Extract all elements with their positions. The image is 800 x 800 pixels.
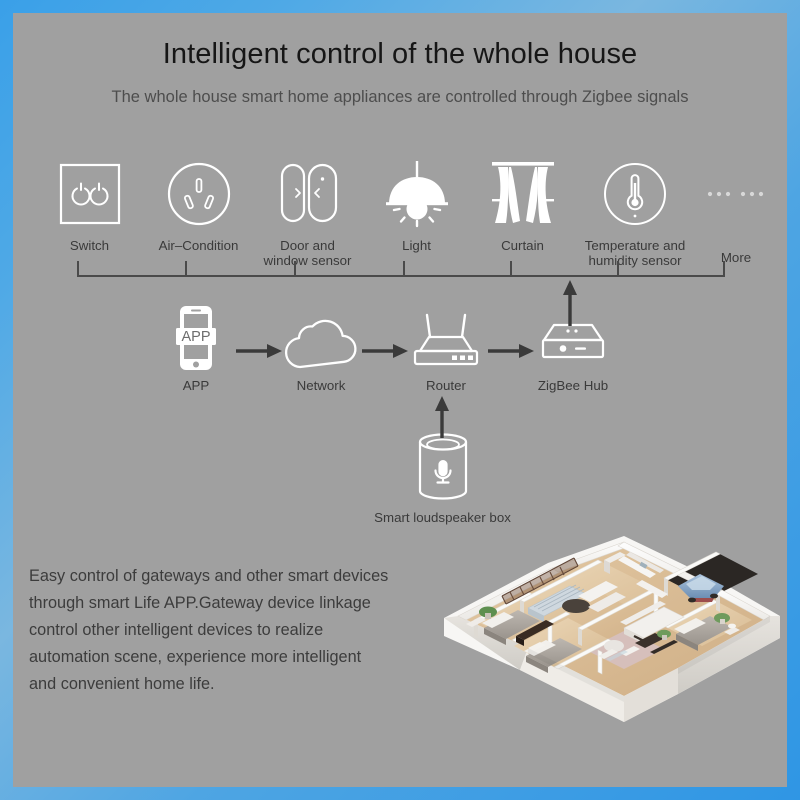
device-label: Door and window sensor bbox=[263, 238, 352, 268]
arrow-speaker-to-router bbox=[431, 395, 453, 439]
device-label: Air–Condition bbox=[158, 238, 239, 253]
device-label: Switch bbox=[69, 238, 110, 253]
bus-drop-light bbox=[403, 261, 405, 277]
device-air-condition: Air–Condition bbox=[146, 158, 251, 253]
thermometer-icon bbox=[576, 158, 694, 230]
cloud-icon bbox=[275, 309, 367, 371]
wall-switch-icon bbox=[37, 158, 142, 230]
power-socket-icon bbox=[146, 158, 251, 230]
device-bus-line bbox=[77, 275, 725, 277]
device-label: More bbox=[720, 250, 752, 265]
flow-node-label: Network bbox=[296, 378, 346, 393]
arrow-router-to-hub bbox=[487, 340, 535, 362]
content-canvas: Intelligent control of the whole house T… bbox=[13, 13, 787, 787]
device-switch: Switch bbox=[37, 158, 142, 253]
flow-node-router: Router bbox=[400, 309, 492, 393]
device-light: Light bbox=[364, 158, 469, 253]
arrow-hub-to-devices bbox=[559, 279, 581, 327]
curtain-icon bbox=[470, 158, 575, 230]
flow-node-label: APP bbox=[182, 378, 210, 393]
page-title: Intelligent control of the whole house bbox=[162, 38, 638, 70]
device-door-window-sensor: Door and window sensor bbox=[255, 158, 360, 268]
bus-drop-switch bbox=[77, 261, 79, 277]
bus-drop-door-window bbox=[294, 261, 296, 277]
door-window-sensor-icon bbox=[255, 158, 360, 230]
bus-drop-curtain bbox=[510, 261, 512, 277]
device-temp-humidity-sensor: Temperature and humidity sensor bbox=[576, 158, 694, 268]
smartphone-app-icon: APP bbox=[150, 306, 242, 371]
flow-node-network: Network bbox=[275, 309, 367, 393]
flow-node-zigbee-hub: ZigBee Hub bbox=[518, 309, 628, 393]
arrow-network-to-router bbox=[361, 340, 409, 362]
flow-node-app: APP APP bbox=[150, 306, 242, 393]
device-curtain: Curtain bbox=[470, 158, 575, 253]
device-more: More bbox=[691, 158, 781, 265]
router-icon bbox=[400, 309, 492, 371]
pendant-light-icon bbox=[364, 158, 469, 230]
page-subtitle: The whole house smart home appliances ar… bbox=[111, 88, 689, 106]
flow-node-label: Router bbox=[426, 378, 466, 393]
ellipsis-icon bbox=[691, 158, 781, 230]
flow-node-label: Smart loudspeaker box bbox=[374, 510, 511, 525]
bus-drop-more bbox=[723, 261, 725, 277]
3d-floorplan-image bbox=[428, 508, 787, 768]
bus-drop-air-condition bbox=[185, 261, 187, 277]
bus-drop-temp-humidity bbox=[617, 261, 619, 277]
flow-node-smart-speaker: Smart loudspeaker box bbox=[365, 431, 520, 525]
device-label: Curtain bbox=[501, 238, 544, 253]
smart-speaker-icon bbox=[365, 431, 520, 503]
arrow-app-to-network bbox=[235, 340, 283, 362]
device-label: Temperature and humidity sensor bbox=[584, 238, 686, 268]
zigbee-hub-icon bbox=[518, 309, 628, 371]
device-label: Light bbox=[402, 238, 431, 253]
description-paragraph: Easy control of gateways and other smart… bbox=[29, 567, 389, 693]
flow-node-label: ZigBee Hub bbox=[537, 378, 609, 393]
app-badge-text: APP bbox=[181, 329, 210, 345]
